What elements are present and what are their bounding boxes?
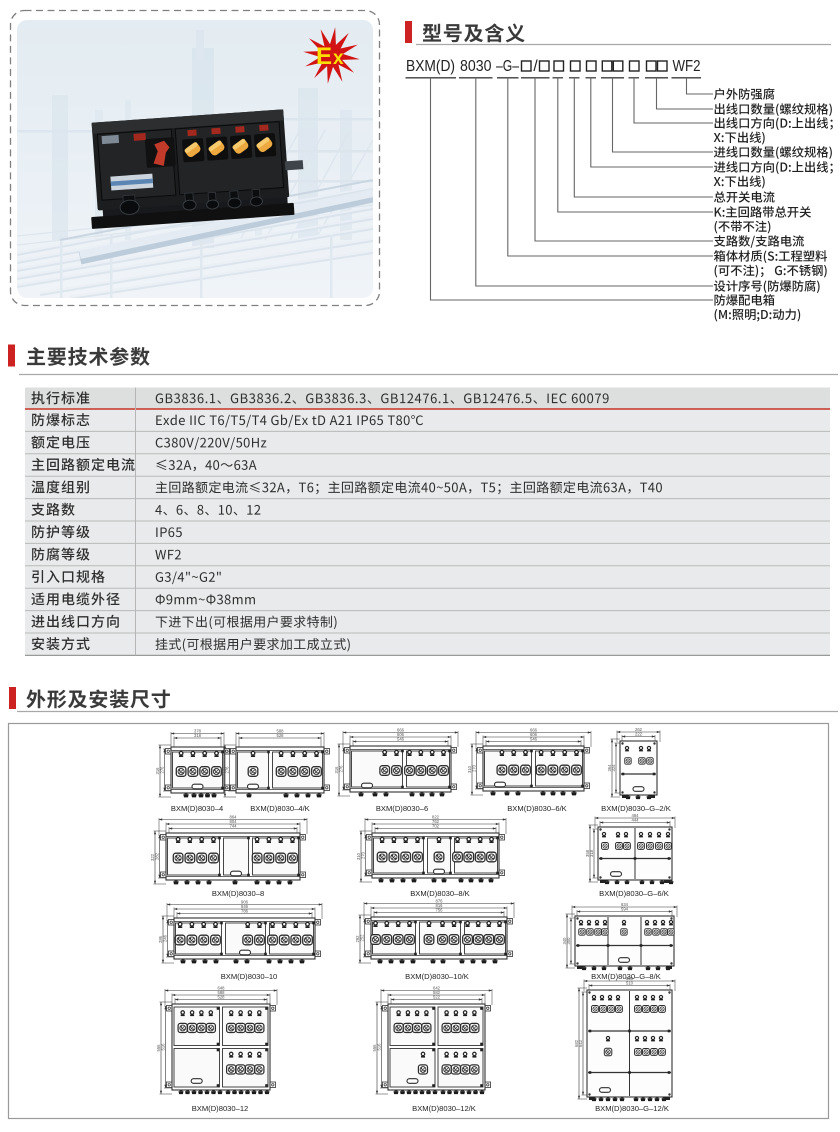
svg-text:BXM(D)8030–12: BXM(D)8030–12 bbox=[192, 1104, 249, 1113]
svg-text:666: 666 bbox=[397, 727, 405, 732]
svg-text:528: 528 bbox=[218, 994, 226, 999]
svg-text:WF2: WF2 bbox=[673, 58, 701, 75]
svg-text:282: 282 bbox=[154, 852, 159, 860]
svg-text:556: 556 bbox=[156, 1044, 161, 1052]
svg-text:556: 556 bbox=[372, 1044, 377, 1052]
svg-text:BXM(D): BXM(D) bbox=[406, 58, 455, 75]
svg-text:340: 340 bbox=[562, 937, 567, 945]
svg-text:510: 510 bbox=[626, 980, 634, 985]
svg-text:316: 316 bbox=[220, 767, 225, 775]
svg-text:642: 642 bbox=[578, 1039, 583, 1047]
svg-text:276: 276 bbox=[224, 766, 229, 774]
svg-text:/: / bbox=[533, 58, 538, 75]
svg-text:BXM(D)8030–4: BXM(D)8030–4 bbox=[171, 804, 223, 813]
svg-text:528: 528 bbox=[277, 733, 285, 738]
svg-text:484: 484 bbox=[632, 813, 640, 818]
svg-text:276: 276 bbox=[159, 766, 164, 774]
svg-text:E: E bbox=[316, 43, 332, 70]
svg-text:550: 550 bbox=[626, 976, 634, 981]
svg-text:270: 270 bbox=[360, 851, 365, 859]
svg-text:318: 318 bbox=[589, 849, 594, 857]
svg-text:316: 316 bbox=[155, 767, 160, 775]
svg-text:804: 804 bbox=[230, 819, 238, 824]
svg-text:BXM(D)8030–G–2/K: BXM(D)8030–G–2/K bbox=[601, 804, 671, 813]
svg-text:682: 682 bbox=[574, 1039, 579, 1047]
svg-text:276: 276 bbox=[338, 765, 343, 773]
svg-text:364: 364 bbox=[607, 764, 612, 772]
svg-text:246: 246 bbox=[162, 934, 167, 942]
svg-text:324: 324 bbox=[611, 764, 616, 772]
svg-text:876: 876 bbox=[436, 898, 444, 903]
svg-text:516: 516 bbox=[160, 1043, 165, 1051]
svg-text:786: 786 bbox=[241, 908, 249, 913]
svg-text:822: 822 bbox=[432, 814, 440, 819]
svg-text:–G–: –G– bbox=[496, 58, 519, 75]
svg-text:BXM(D)8030–6: BXM(D)8030–6 bbox=[376, 804, 428, 813]
svg-text:756: 756 bbox=[436, 907, 444, 912]
svg-text:846: 846 bbox=[241, 904, 249, 909]
svg-text:318: 318 bbox=[194, 733, 202, 738]
svg-text:x: x bbox=[333, 48, 344, 69]
svg-text:666: 666 bbox=[530, 727, 538, 732]
svg-text:292: 292 bbox=[355, 935, 360, 943]
svg-text:546: 546 bbox=[397, 736, 405, 741]
svg-text:300: 300 bbox=[566, 937, 571, 945]
svg-text:BXM(D)8030–8: BXM(D)8030–8 bbox=[212, 889, 264, 898]
svg-text:322: 322 bbox=[150, 853, 155, 861]
svg-text:BXM(D)8030–10/K: BXM(D)8030–10/K bbox=[405, 972, 469, 981]
svg-text:864: 864 bbox=[230, 814, 238, 819]
svg-text:546: 546 bbox=[530, 736, 538, 741]
svg-text:588: 588 bbox=[218, 990, 226, 995]
svg-text:222: 222 bbox=[635, 731, 643, 736]
svg-text:316: 316 bbox=[334, 766, 339, 774]
svg-text:606: 606 bbox=[397, 732, 405, 737]
svg-text:BXM(D)8030–G–8/K: BXM(D)8030–G–8/K bbox=[591, 972, 661, 981]
svg-text:BXM(D)8030–12/K: BXM(D)8030–12/K bbox=[412, 1104, 476, 1113]
svg-text:702: 702 bbox=[432, 823, 440, 828]
svg-text:286: 286 bbox=[158, 935, 163, 943]
svg-text:906: 906 bbox=[241, 899, 249, 904]
svg-text:BXM(D)8030–10: BXM(D)8030–10 bbox=[221, 972, 278, 981]
svg-text:270: 270 bbox=[471, 764, 476, 772]
svg-text:816: 816 bbox=[436, 903, 444, 908]
svg-text:634: 634 bbox=[621, 902, 629, 907]
svg-text:762: 762 bbox=[432, 819, 440, 824]
svg-text:BXM(D)8030–G–6/K: BXM(D)8030–G–6/K bbox=[599, 889, 669, 898]
svg-text:588: 588 bbox=[277, 728, 285, 733]
svg-text:648: 648 bbox=[218, 985, 226, 990]
svg-text:358: 358 bbox=[585, 849, 590, 857]
svg-text:744: 744 bbox=[230, 823, 238, 828]
svg-text:310: 310 bbox=[356, 852, 361, 860]
svg-text:594: 594 bbox=[621, 906, 629, 911]
svg-text:522: 522 bbox=[433, 994, 441, 999]
svg-text:BXM(D)8030–8/K: BXM(D)8030–8/K bbox=[410, 889, 470, 898]
svg-text:582: 582 bbox=[433, 990, 441, 995]
svg-text:606: 606 bbox=[530, 732, 538, 737]
svg-text:262: 262 bbox=[635, 727, 643, 732]
svg-text:378: 378 bbox=[194, 728, 202, 733]
svg-text:BXM(D)8030–6/K: BXM(D)8030–6/K bbox=[507, 804, 567, 813]
svg-text:310: 310 bbox=[467, 765, 472, 773]
svg-text:BXM(D)8030–G–12/K: BXM(D)8030–G–12/K bbox=[595, 1104, 669, 1113]
svg-text:516: 516 bbox=[376, 1043, 381, 1051]
svg-text:444: 444 bbox=[632, 817, 640, 822]
svg-text:BXM(D)8030–4/K: BXM(D)8030–4/K bbox=[250, 804, 310, 813]
svg-text:642: 642 bbox=[433, 985, 441, 990]
svg-text:252: 252 bbox=[359, 934, 364, 942]
svg-text:8030: 8030 bbox=[460, 58, 492, 75]
